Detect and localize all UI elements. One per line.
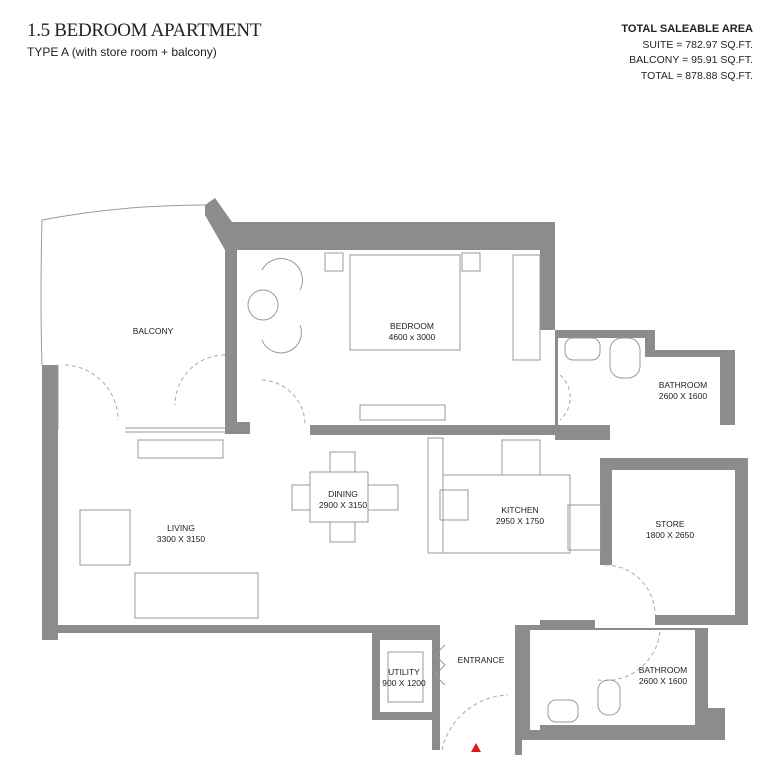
store-dims: 1800 X 2650: [646, 530, 694, 540]
dining-dims: 2900 X 3150: [319, 500, 367, 510]
kitchen-counter-left: [427, 437, 444, 554]
utility-dims: 900 X 1200: [382, 678, 426, 688]
utility-appliance: [387, 651, 424, 703]
wall-left: [42, 365, 58, 640]
bathroom-2-inner: [530, 630, 540, 730]
entrance-marker-icon: [471, 743, 481, 752]
balcony-doors: [64, 354, 226, 421]
kitchen-hob: [501, 439, 541, 476]
area-balcony: BALCONY = 95.91 SQ.FT.: [629, 54, 753, 66]
bathroom-1-dims: 2600 X 1600: [659, 391, 707, 401]
store-door: [604, 564, 656, 616]
balcony-label: BALCONY: [133, 326, 174, 336]
bedroom-label: BEDROOM: [390, 321, 434, 331]
wall-stub: [225, 422, 250, 434]
wardrobe: [512, 254, 541, 361]
balcony-edge: [57, 365, 225, 433]
living-dims: 3300 X 3150: [157, 534, 205, 544]
kitchen-sink: [439, 489, 469, 521]
bathroom-2-label: BATHROOM: [639, 665, 687, 675]
living-label: LIVING: [167, 523, 195, 533]
saleable-area-summary: TOTAL SALEABLE AREA SUITE = 782.97 SQ.FT…: [621, 22, 753, 84]
kitchen-fridge: [567, 504, 602, 551]
bedroom-door: [261, 379, 306, 426]
dining-chairs: [291, 451, 399, 543]
plan-title: 1.5 BEDROOM APARTMENT: [27, 20, 262, 41]
bathroom-1-door: [559, 374, 571, 421]
nightstand-left: [324, 252, 344, 272]
wall-top: [205, 198, 555, 330]
area-suite: SUITE = 782.97 SQ.FT.: [642, 38, 753, 51]
wall-balcony-bedroom: [225, 250, 237, 425]
area-total: TOTAL = 878.88 SQ.FT.: [640, 69, 753, 82]
store-label: STORE: [655, 519, 684, 529]
entrance-door: [441, 694, 509, 751]
walls: [42, 198, 748, 755]
dining-label: DINING: [328, 489, 358, 499]
bathroom-2-dims: 2600 X 1600: [639, 676, 687, 686]
entrance-label: ENTRANCE: [458, 655, 505, 665]
armchair: [79, 509, 131, 566]
sofa: [134, 572, 259, 619]
bathroom-1-label: BATHROOM: [659, 380, 707, 390]
bed: [349, 254, 461, 351]
room-labels: BALCONY BEDROOM 4600 x 3000 BATHROOM 260…: [133, 321, 708, 688]
bathroom-2-floor: [540, 630, 695, 725]
kitchen-label: KITCHEN: [501, 505, 538, 515]
toilet-1: [609, 337, 641, 379]
wall-bedroom-living: [310, 425, 610, 435]
toilet-2: [597, 679, 621, 716]
wall-store: [600, 458, 748, 625]
balcony-glass: [40, 204, 206, 366]
balcony-chairs: [261, 258, 303, 354]
basin-1: [564, 337, 601, 361]
dining-table: [309, 471, 369, 523]
bedroom-dims: 4600 x 3000: [389, 332, 436, 342]
bedroom-tv-unit: [359, 404, 446, 421]
living-tv-unit: [137, 439, 224, 459]
bathroom-2-door: [597, 631, 661, 681]
balcony-table: [247, 289, 279, 321]
nightstand-right: [461, 252, 481, 272]
utility-door: [434, 644, 446, 686]
plan-subtitle: TYPE A (with store room + balcony): [27, 45, 217, 59]
area-heading: TOTAL SALEABLE AREA: [621, 23, 753, 35]
wall-bathroom-1: [555, 330, 735, 440]
wall-bottom: [42, 625, 440, 750]
basin-2: [547, 699, 579, 723]
utility-label: UTILITY: [388, 667, 420, 677]
kitchen-dims: 2950 X 1750: [496, 516, 544, 526]
